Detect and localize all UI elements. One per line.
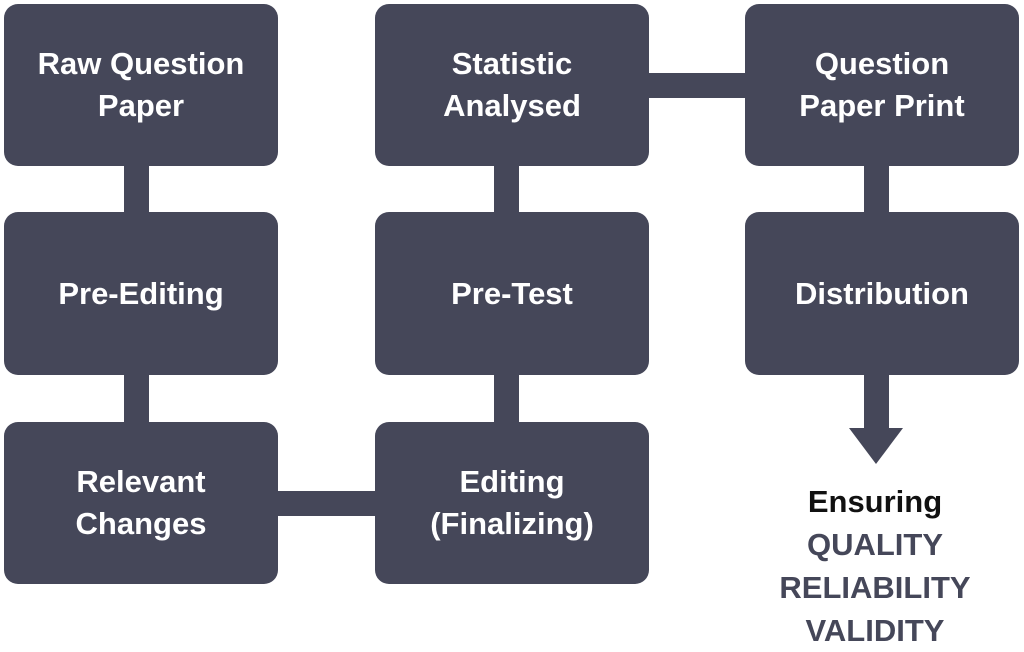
step-statistic-analysed: Statistic Analysed — [375, 4, 649, 166]
step-relevant-changes: Relevant Changes — [4, 422, 278, 584]
outcome-item-reliability: RELIABILITY — [779, 570, 971, 605]
down-arrow-icon — [849, 428, 903, 464]
step-question-paper-print: Question Paper Print — [745, 4, 1019, 166]
outcome-lead: Ensuring — [807, 484, 943, 519]
connector-horizontal — [649, 73, 745, 98]
step-label-line: Statistic — [451, 46, 573, 81]
outcome-block: Ensuring QUALITY RELIABILITY VALIDITY — [770, 480, 980, 652]
step-label-line: Editing — [459, 464, 565, 499]
step-pre-test: Pre-Test — [375, 212, 649, 375]
step-editing-finalizing: Editing (Finalizing) — [375, 422, 649, 584]
step-label-line: Distribution — [795, 275, 969, 311]
step-label-line: Relevant — [76, 464, 206, 499]
step-pre-editing: Pre-Editing — [4, 212, 278, 375]
step-label-line: Changes — [75, 506, 207, 541]
down-arrow-shaft — [864, 375, 889, 430]
step-distribution: Distribution — [745, 212, 1019, 375]
connector-horizontal — [278, 491, 375, 516]
connector-vertical — [124, 166, 149, 212]
outcome-item-validity: VALIDITY — [805, 613, 945, 648]
step-label-line: Pre-Test — [451, 275, 573, 311]
step-label-line: Analysed — [443, 88, 581, 123]
step-label-line: Paper Print — [799, 88, 965, 123]
step-label-line: Pre-Editing — [58, 275, 224, 311]
connector-vertical — [864, 166, 889, 212]
connector-vertical — [494, 166, 519, 212]
step-label-line: Raw Question — [37, 46, 245, 81]
step-raw-question-paper: Raw Question Paper — [4, 4, 278, 166]
step-label-line: Paper — [97, 88, 185, 123]
outcome-item-quality: QUALITY — [806, 527, 944, 562]
connector-vertical — [494, 375, 519, 422]
step-label-line: Question — [814, 46, 950, 81]
connector-vertical — [124, 375, 149, 422]
step-label-line: (Finalizing) — [430, 506, 594, 541]
